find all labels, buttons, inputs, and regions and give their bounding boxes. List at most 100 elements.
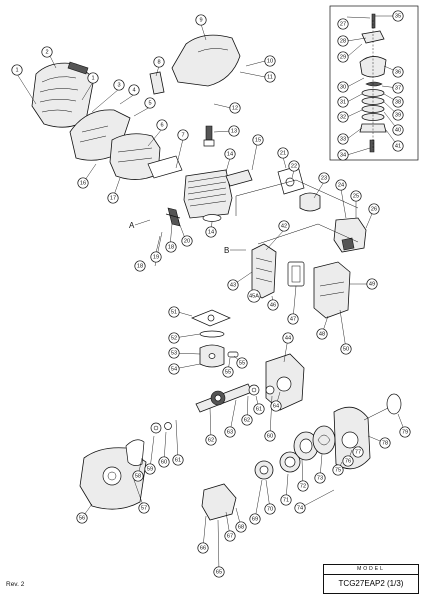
clutch-shoes bbox=[254, 460, 274, 480]
air-filter bbox=[287, 261, 305, 287]
callout-number: 3 bbox=[117, 82, 120, 88]
callout-list: 1213456789101112131415161718191820142122… bbox=[11, 10, 411, 578]
callout-71: 71 bbox=[280, 494, 292, 506]
model-header: MODEL bbox=[324, 565, 418, 575]
air-cleaner-base-frame bbox=[235, 179, 359, 245]
callout-number: 40 bbox=[395, 127, 401, 133]
callout-16: 16 bbox=[77, 177, 89, 189]
callout-35: 35 bbox=[392, 10, 404, 22]
callout-number: 35 bbox=[395, 13, 401, 19]
callout-27: 27 bbox=[337, 18, 349, 30]
callout-55: 55 bbox=[236, 357, 248, 369]
callout-number: 15 bbox=[255, 137, 261, 143]
callout-62: 62 bbox=[205, 434, 217, 446]
callout-14: 14 bbox=[224, 148, 236, 160]
bearings-right bbox=[248, 384, 275, 396]
callout-25: 25 bbox=[350, 190, 362, 202]
callout-number: 72 bbox=[300, 483, 306, 489]
callout-42: 42 bbox=[278, 220, 290, 232]
callout-18: 18 bbox=[134, 260, 146, 272]
callout-number: 44 bbox=[285, 335, 291, 341]
callout-number: 56 bbox=[79, 515, 85, 521]
callout-78: 78 bbox=[379, 437, 391, 449]
callout-number: 58 bbox=[135, 473, 141, 479]
callout-67: 67 bbox=[224, 530, 236, 542]
callout-55: 55 bbox=[222, 366, 234, 378]
callout-number: 54 bbox=[171, 366, 177, 372]
callout-28: 28 bbox=[337, 35, 349, 47]
callout-number: 51 bbox=[171, 309, 177, 315]
callout-number: 29 bbox=[340, 54, 346, 60]
callout-number: 14 bbox=[208, 229, 214, 235]
crankcase-right bbox=[265, 353, 305, 411]
callout-number: 8 bbox=[157, 59, 160, 65]
muffler-gasket bbox=[147, 155, 183, 179]
callout-number: 52 bbox=[171, 335, 177, 341]
callout-number: 33 bbox=[340, 136, 346, 142]
callout-8: 8 bbox=[153, 56, 165, 68]
carburetor bbox=[333, 217, 367, 253]
callout-number: 62 bbox=[244, 417, 250, 423]
clutch-drum bbox=[279, 451, 301, 473]
revision-label: Rev. 2 bbox=[6, 581, 25, 588]
air-cleaner-cover bbox=[313, 261, 351, 319]
callout-number: 75 bbox=[335, 467, 341, 473]
callout-65: 65 bbox=[213, 566, 225, 578]
callout-31: 31 bbox=[337, 96, 349, 108]
callout-50: 50 bbox=[340, 343, 352, 355]
callout-14: 14 bbox=[205, 226, 217, 238]
callout-number: 62 bbox=[208, 437, 214, 443]
callout-49: 49 bbox=[366, 278, 378, 290]
callout-number: 79 bbox=[402, 429, 408, 435]
callout-number: 57 bbox=[141, 505, 147, 511]
callout-number: 70 bbox=[267, 506, 273, 512]
intake-pipe bbox=[299, 192, 321, 212]
callout-number: 25 bbox=[353, 193, 359, 199]
callout-70: 70 bbox=[264, 503, 276, 515]
callout-34: 34 bbox=[337, 149, 349, 161]
callout-7: 7 bbox=[177, 129, 189, 141]
callout-10: 10 bbox=[264, 55, 276, 67]
callout-number: 47 bbox=[290, 316, 296, 322]
callout-number: 12 bbox=[232, 105, 238, 111]
cylinder-gasket bbox=[191, 309, 231, 327]
callout-number: 41 bbox=[395, 143, 401, 149]
callout-61: 61 bbox=[253, 403, 265, 415]
callout-60: 60 bbox=[158, 456, 170, 468]
callout-number: 60 bbox=[267, 433, 273, 439]
callout-57: 57 bbox=[138, 502, 150, 514]
callout-number: 36 bbox=[395, 69, 401, 75]
carburetor-exploded-parts bbox=[359, 13, 387, 153]
callout-46: 46 bbox=[267, 299, 279, 311]
callout-number: 9 bbox=[199, 17, 202, 23]
callout-number: 11 bbox=[267, 74, 273, 80]
callout-number: 20 bbox=[184, 238, 190, 244]
callout-56: 56 bbox=[76, 512, 88, 524]
callout-76: 76 bbox=[342, 455, 354, 467]
callout-41: 41 bbox=[392, 140, 404, 152]
crankcase-gasket bbox=[125, 439, 145, 466]
callout-4: 4 bbox=[128, 84, 140, 96]
callout-72: 72 bbox=[297, 480, 309, 492]
callout-37: 37 bbox=[392, 82, 404, 94]
callout-number: 68 bbox=[238, 524, 244, 530]
callout-number: 76 bbox=[345, 458, 351, 464]
callout-number: 5 bbox=[148, 100, 151, 106]
callout-number: 34 bbox=[340, 152, 346, 158]
crankshaft bbox=[195, 383, 253, 413]
top-cover bbox=[171, 34, 241, 87]
callout-11: 11 bbox=[264, 71, 276, 83]
callout-number: 18 bbox=[168, 244, 174, 250]
callout-number: 69 bbox=[252, 516, 258, 522]
callout-18: 18 bbox=[165, 241, 177, 253]
piston-pin bbox=[227, 351, 239, 358]
callout-74: 74 bbox=[294, 502, 306, 514]
callout-number: 37 bbox=[395, 85, 401, 91]
callout-number: 42 bbox=[281, 223, 287, 229]
leader-lines bbox=[16, 15, 406, 573]
coil-bracket bbox=[165, 207, 181, 227]
callout-29: 29 bbox=[337, 51, 349, 63]
callout-48: 48 bbox=[316, 328, 328, 340]
callout-number: 63 bbox=[227, 429, 233, 435]
callout-number: 16 bbox=[80, 180, 86, 186]
